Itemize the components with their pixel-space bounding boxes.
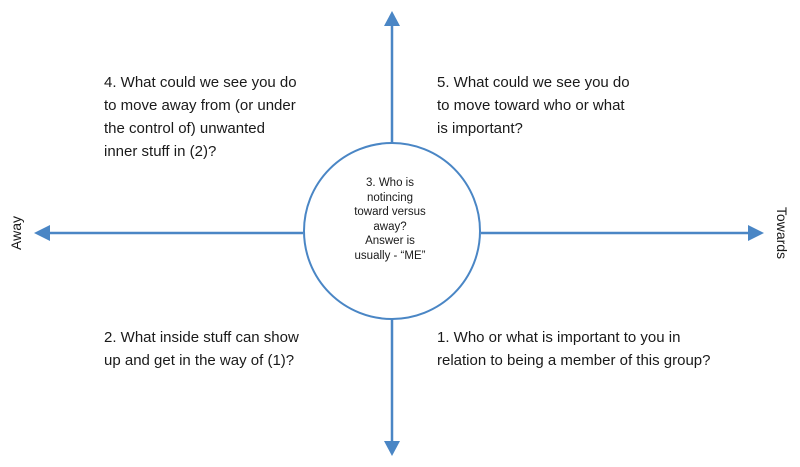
center-question: 3. Who is notincing toward versus away? … <box>354 177 426 262</box>
quadrant-1-question: 1. Who or what is important to you in re… <box>437 329 711 369</box>
away-axis-label: Away <box>8 216 24 250</box>
arrow-left-head <box>34 225 50 241</box>
center-circle <box>303 142 481 320</box>
quadrant-4-question: 4. What could we see you do to move away… <box>104 74 297 160</box>
arrow-up-head <box>384 11 400 26</box>
arrow-down-head <box>384 441 400 456</box>
quadrant-5-question: 5. What could we see you do to move towa… <box>437 74 630 137</box>
quadrant-2-question: 2. What inside stuff can show up and get… <box>104 329 299 369</box>
arrow-right-head <box>748 225 764 241</box>
towards-axis-label: Towards <box>774 206 790 260</box>
